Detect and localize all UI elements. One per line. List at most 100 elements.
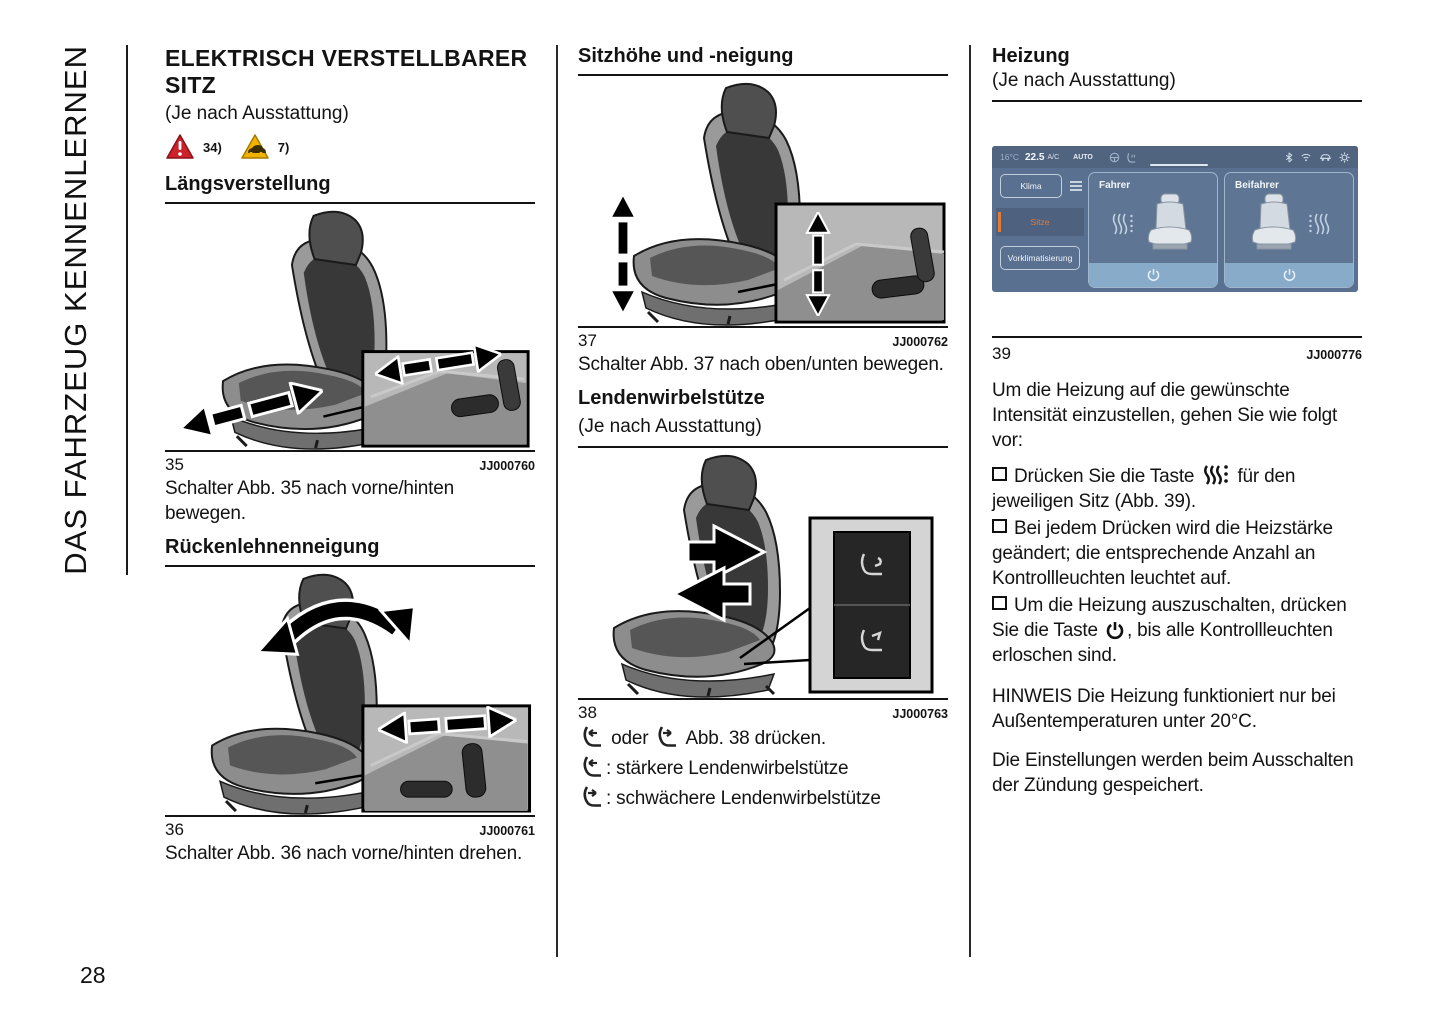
power-icon	[1283, 268, 1295, 281]
figure-36-caption-row: 36 JJ000761	[165, 820, 535, 840]
figure-35-image	[175, 210, 530, 450]
figure-37-image	[608, 82, 946, 326]
title-subtitle: (Je nach Ausstattung)	[165, 103, 349, 124]
power-icon	[1147, 268, 1159, 281]
figure-code: JJ000763	[892, 707, 948, 721]
figure-code: JJ000760	[479, 459, 535, 473]
seat-heat-button-icon	[1204, 465, 1229, 485]
lumbar-stronger-line: : stärkere Lendenwirbelstütze	[578, 754, 948, 784]
settings-icon	[1339, 151, 1350, 163]
figure-code: JJ000776	[1306, 348, 1362, 362]
active-indicator-bar	[998, 212, 1001, 232]
hamburger-menu-icon	[1070, 181, 1082, 191]
figure-number: 35	[165, 455, 184, 474]
car-hazard-triangle-icon	[241, 134, 269, 159]
power-bar	[1225, 263, 1353, 287]
figure-35	[165, 202, 535, 452]
seat-image	[1147, 193, 1193, 250]
nav-sitze-label: Sitze	[1030, 217, 1050, 227]
figure-36-image	[210, 573, 532, 815]
chapter-divider	[126, 45, 128, 575]
passenger-seat-card: Beifahrer	[1224, 172, 1354, 288]
section-subheading: (Je nach Ausstattung)	[578, 416, 762, 437]
driver-seat-card: Fahrer	[1088, 172, 1218, 288]
chapter-sidebar: DAS FAHRZEUG KENNENLERNEN	[58, 45, 120, 579]
column-divider-1	[556, 45, 558, 957]
figure-39-caption-block: 39 JJ000776	[992, 336, 1362, 364]
screen-status-bar: 16°C 22.5 A/C AUTO	[992, 146, 1358, 168]
figure-35-caption-row: 35 JJ000760	[165, 455, 535, 475]
wifi-icon	[1301, 153, 1311, 162]
figure-number: 39	[992, 344, 1011, 363]
lumbar-stronger-text: : stärkere Lendenwirbelstütze	[606, 758, 849, 779]
figure-36	[165, 565, 535, 817]
figure-37-instruction: Schalter Abb. 37 nach oben/unten bewegen…	[578, 354, 944, 375]
seat-heat-level-icon	[1112, 213, 1133, 235]
warning-references: 34) 7)	[165, 133, 535, 161]
lumbar-press-line: oder Abb. 38 drücken.	[578, 724, 948, 754]
ambient-temp: 16°C	[1000, 152, 1019, 162]
vehicle-icon	[1320, 154, 1331, 161]
power-button-icon	[1106, 622, 1124, 640]
heating-bullet-3: Um die Heizung auszuschalten, drücken Si…	[992, 595, 1347, 666]
bullet-square-icon	[992, 519, 1007, 533]
bluetooth-icon	[1285, 152, 1293, 162]
figure-37	[578, 74, 948, 328]
infotainment-screenshot: 16°C 22.5 A/C AUTO	[992, 146, 1358, 292]
bullet-square-icon	[992, 467, 1007, 481]
lumbar-weaker-text: : schwächere Lendenwirbelstütze	[606, 788, 881, 809]
column-3: Heizung (Je nach Ausstattung) 16°C 22.5 …	[992, 45, 1362, 808]
set-temp: 22.5	[1025, 151, 1045, 163]
figure-code: JJ000761	[479, 824, 535, 838]
lumbar-increase-icon	[583, 756, 601, 777]
heating-note: HINWEIS Die Heizung funktioniert nur bei…	[992, 686, 1336, 732]
figure-38	[578, 446, 948, 700]
steering-heat-icon	[1109, 152, 1120, 162]
lumbar-line-text: Abb. 38 drücken.	[685, 728, 826, 749]
section-heading-heizung: Heizung	[992, 45, 1070, 67]
ac-label: A/C	[1047, 153, 1060, 161]
column-1: ELEKTRISCH VERSTELLBARER SITZ (Je nach A…	[165, 45, 535, 876]
lumbar-decrease-icon	[583, 786, 601, 807]
bullet-square-icon	[992, 596, 1007, 610]
column-2: Sitzhöhe und -neigung 37 JJ000762	[578, 45, 948, 814]
nav-sitze-button-active: Sitze	[996, 208, 1084, 236]
figure-38-image	[612, 454, 934, 698]
figure-code: JJ000762	[892, 335, 948, 349]
section-heading-lendenwirbel: Lendenwirbelstütze	[578, 387, 765, 409]
page-indicator	[1150, 164, 1208, 166]
warning-ref-label: 7)	[277, 139, 290, 155]
auto-label: AUTO	[1073, 153, 1093, 161]
screen-nav: Klima Sitze Vorklimatisierung	[996, 174, 1084, 280]
card-title: Fahrer	[1099, 180, 1131, 191]
section-heading-sitzhoehe: Sitzhöhe und -neigung	[578, 45, 794, 67]
figure-number: 36	[165, 820, 184, 839]
heating-outro: Die Einstellungen werden beim Ausschalte…	[992, 750, 1354, 796]
lumbar-decrease-icon	[658, 726, 677, 747]
section-subheading: (Je nach Ausstattung)	[992, 70, 1362, 102]
warning-triangle-icon	[166, 134, 194, 159]
lumbar-weaker-line: : schwächere Lendenwirbelstütze	[578, 784, 948, 814]
figure-number: 37	[578, 331, 597, 350]
figure-37-caption-row: 37 JJ000762	[578, 331, 948, 351]
warning-ref-label: 34)	[203, 139, 222, 155]
heating-intro: Um die Heizung auf die gewünschte Intens…	[992, 380, 1338, 451]
heating-bullet-2: Bei jedem Drücken wird die Heizstärke ge…	[992, 518, 1333, 589]
lumbar-line-text: oder	[611, 728, 649, 749]
power-bar	[1089, 263, 1217, 287]
figure-number: 38	[578, 703, 597, 722]
section-heading-rueckenlehne: Rückenlehnenneigung	[165, 536, 380, 558]
page-number: 28	[80, 962, 106, 988]
page-title: ELEKTRISCH VERSTELLBARER SITZ	[165, 45, 528, 98]
column-divider-2	[969, 45, 971, 957]
seat-image	[1251, 193, 1297, 250]
seat-heat-level-icon	[1309, 213, 1330, 235]
section-heading-laengsverstellung: Längsverstellung	[165, 173, 331, 195]
nav-klima-button: Klima	[1000, 174, 1062, 198]
nav-vorklimatisierung-button: Vorklimatisierung	[1000, 246, 1080, 270]
seat-heat-icon	[1127, 152, 1136, 163]
figure-38-caption-row: 38 JJ000763	[578, 703, 948, 723]
lumbar-increase-icon	[583, 726, 601, 747]
figure-39-caption-row: 39 JJ000776	[992, 344, 1362, 364]
